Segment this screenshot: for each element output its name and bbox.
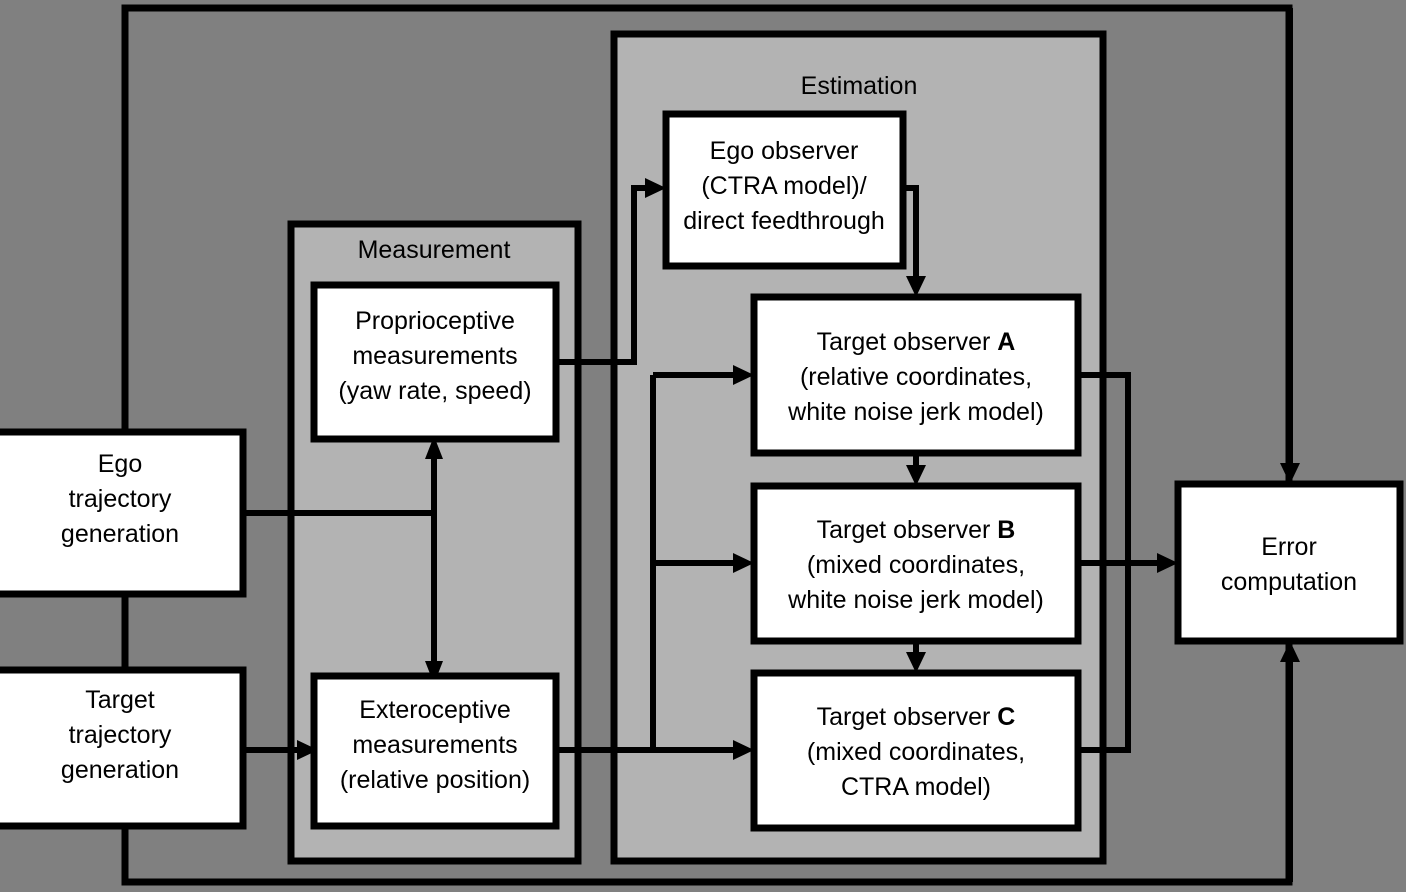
block-target-trajectory-line-1: Target xyxy=(85,686,155,714)
block-observer-b-line-2: (mixed coordinates, xyxy=(807,551,1025,579)
arrowhead-obsC-left-in xyxy=(733,740,754,760)
arrowhead-obsA-top-in xyxy=(906,276,926,297)
block-observer-c-line-3: CTRA model) xyxy=(841,773,991,801)
block-proprioceptive-line-2: measurements xyxy=(352,342,517,370)
wire-obsC-to-error-bus xyxy=(1078,563,1131,753)
arrowhead-obsB-top-in xyxy=(906,465,926,486)
block-target-trajectory-generation[interactable] xyxy=(0,666,247,830)
block-observer-a-line-2: (relative coordinates, xyxy=(800,363,1032,391)
arrowhead-obsA-left-in xyxy=(733,365,754,385)
block-error-computation-line-1: Error xyxy=(1261,533,1317,561)
wire-proprio-to-ego-observer xyxy=(556,185,652,365)
block-observer-c-line-1: Target observer C xyxy=(817,703,1016,731)
arrowhead-exteroceptive-in xyxy=(297,740,318,760)
wire-obsA-to-error-bus xyxy=(1078,372,1131,563)
block-observer-a-line-3: white noise jerk model) xyxy=(787,398,1044,426)
wire-ego-observer-to-obsA xyxy=(903,185,919,283)
block-exteroceptive-measurements[interactable] xyxy=(310,672,560,830)
observer-a-title-letter: A xyxy=(997,328,1015,356)
block-ego-trajectory-generation[interactable] xyxy=(0,428,247,598)
block-ego-observer-line-1: Ego observer xyxy=(710,137,859,165)
block-observer-b-line-1: Target observer B xyxy=(817,516,1016,544)
block-ego-trajectory-line-2: trajectory xyxy=(69,485,172,513)
arrowhead-error-top-in xyxy=(1280,463,1300,484)
panel-measurement-label: Measurement xyxy=(358,236,511,264)
block-target-observer-b[interactable] xyxy=(750,482,1082,645)
block-error-computation-line-2: computation xyxy=(1221,568,1357,596)
block-target-observer-a[interactable] xyxy=(750,293,1082,457)
observer-c-title-letter: C xyxy=(997,703,1015,731)
observer-b-title-prefix: Target observer xyxy=(817,516,998,544)
panel-estimation-label: Estimation xyxy=(801,72,918,100)
block-exteroceptive-line-1: Exteroceptive xyxy=(359,696,510,724)
arrowhead-error-left-in xyxy=(1157,553,1178,573)
arrowhead-obsB-left-in xyxy=(733,553,754,573)
block-error-computation[interactable] xyxy=(1174,480,1404,645)
observer-b-title-letter: B xyxy=(997,516,1015,544)
block-exteroceptive-line-3: (relative position) xyxy=(340,766,530,794)
block-proprioceptive-measurements[interactable] xyxy=(310,281,560,443)
block-target-observer-c[interactable] xyxy=(750,669,1082,832)
block-ego-trajectory-line-1: Ego xyxy=(98,450,142,478)
block-proprioceptive-line-3: (yaw rate, speed) xyxy=(338,377,531,405)
arrowhead-error-bottom-in xyxy=(1280,641,1300,662)
block-observer-b-line-3: white noise jerk model) xyxy=(787,586,1044,614)
block-target-trajectory-line-3: generation xyxy=(61,756,179,784)
block-ego-trajectory-line-3: generation xyxy=(61,520,179,548)
observer-a-title-prefix: Target observer xyxy=(817,328,998,356)
arrowhead-obsC-top-in xyxy=(906,652,926,673)
observer-c-title-prefix: Target observer xyxy=(817,703,998,731)
arrowhead-up-proprioceptive xyxy=(425,436,443,459)
block-ego-observer[interactable] xyxy=(662,110,907,270)
block-exteroceptive-line-2: measurements xyxy=(352,731,517,759)
block-observer-c-line-2: (mixed coordinates, xyxy=(807,738,1025,766)
arrowhead-ego-observer-in xyxy=(645,178,666,198)
block-ego-observer-line-2: (CTRA model)/ xyxy=(701,172,866,200)
block-target-trajectory-line-2: trajectory xyxy=(69,721,172,749)
block-observer-a-line-1: Target observer A xyxy=(817,328,1016,356)
block-ego-observer-line-3: direct feedthrough xyxy=(683,207,885,235)
block-proprioceptive-line-1: Proprioceptive xyxy=(355,307,515,335)
